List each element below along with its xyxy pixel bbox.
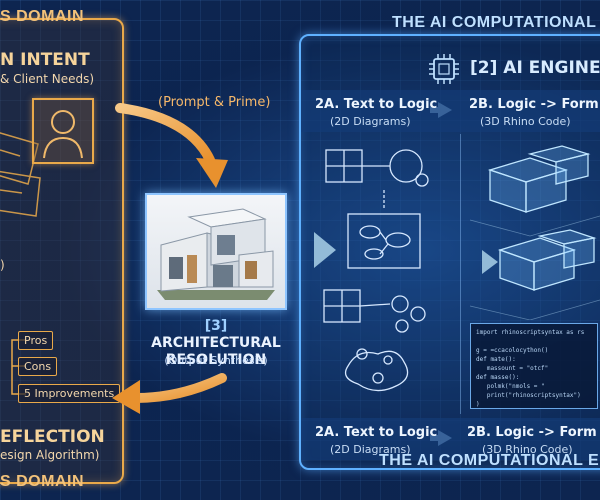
- step-logic-to-form-sub: (3D Rhino Code): [480, 115, 571, 128]
- step-text-to-logic-sub: (2D Diagrams): [330, 115, 411, 128]
- step-logic-to-form-title-bottom: 2B. Logic -> Form: [467, 425, 597, 440]
- building-illustration: [147, 195, 285, 308]
- right-domain-top-label: THE AI COMPUTATIONAL E: [392, 14, 600, 32]
- chip-icon: [426, 52, 462, 86]
- prompt-prime-label: (Prompt & Prime): [158, 95, 270, 110]
- step-text-to-logic-title-bottom: 2A. Text to Logic: [315, 425, 437, 440]
- engine-divider: [460, 134, 461, 414]
- step-text-to-logic-title: 2A. Text to Logic: [315, 97, 437, 112]
- diagram-sketches: [318, 140, 458, 415]
- feedback-arrow: [136, 378, 222, 398]
- architectural-resolution-subtitle: (Output Synthesis): [140, 354, 292, 367]
- step-logic-to-form-title: 2B. Logic -> Form: [469, 97, 599, 112]
- arch-step-number: [3]: [205, 318, 228, 334]
- prompt-arrow: [120, 108, 210, 160]
- prompt-arrowhead: [196, 158, 228, 188]
- form-sketches: [470, 140, 600, 320]
- ai-engine-title: [2] AI ENGINE: [470, 58, 600, 78]
- feedback-arrowhead: [112, 380, 140, 414]
- rhino-code-panel: import rhinoscriptsyntax as rs g = =ccac…: [470, 323, 598, 409]
- architectural-render: [145, 193, 287, 310]
- right-domain-bottom-label: THE AI COMPUTATIONAL ENG: [379, 452, 600, 470]
